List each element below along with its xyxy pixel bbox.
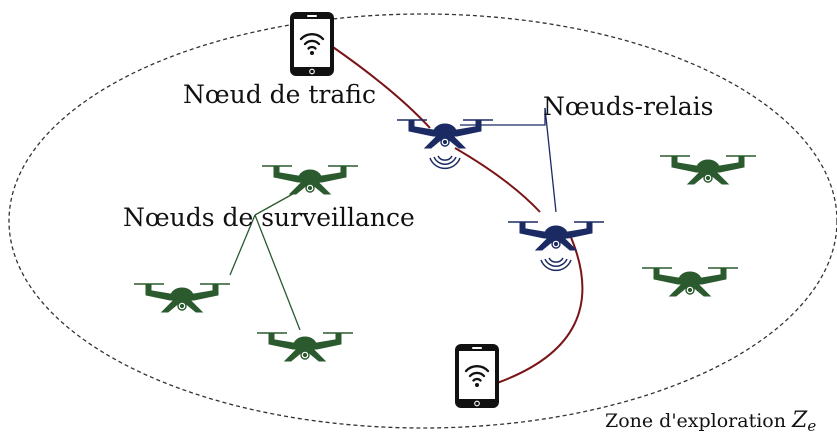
surveillance-drone-icon	[659, 155, 757, 185]
surveillance-pointer-bottom	[254, 214, 301, 331]
smartphone-wifi-icon	[453, 342, 501, 410]
zone-label-text: Zone d'exploration	[605, 410, 792, 432]
surveillance-drone-icon	[261, 165, 359, 195]
relay-drone-icon	[396, 119, 494, 170]
surveillance-drone-icon	[256, 332, 354, 362]
relay-pointer-1	[460, 108, 546, 126]
zone-symbol: Z	[791, 408, 808, 433]
relay-pointer-2	[544, 107, 557, 213]
traffic-link-relay-to-relay	[454, 147, 541, 213]
relay-nodes-label: Nœuds-relais	[543, 92, 713, 121]
traffic-node-label: Nœud de trafic	[183, 80, 376, 109]
traffic-link-relay-to-phone	[496, 234, 584, 384]
surveillance-nodes-label: Nœuds de surveillance	[123, 203, 415, 232]
zone-label: Zone d'exploration Ze	[605, 408, 816, 435]
relay-drone-icon	[507, 221, 605, 272]
smartphone-wifi-icon	[288, 10, 336, 78]
zone-subscript: e	[807, 417, 816, 435]
surveillance-drone-icon	[133, 283, 231, 313]
surveillance-pointer-left	[229, 214, 256, 276]
exploration-zone-boundary	[8, 13, 837, 429]
surveillance-drone-icon	[641, 267, 739, 297]
